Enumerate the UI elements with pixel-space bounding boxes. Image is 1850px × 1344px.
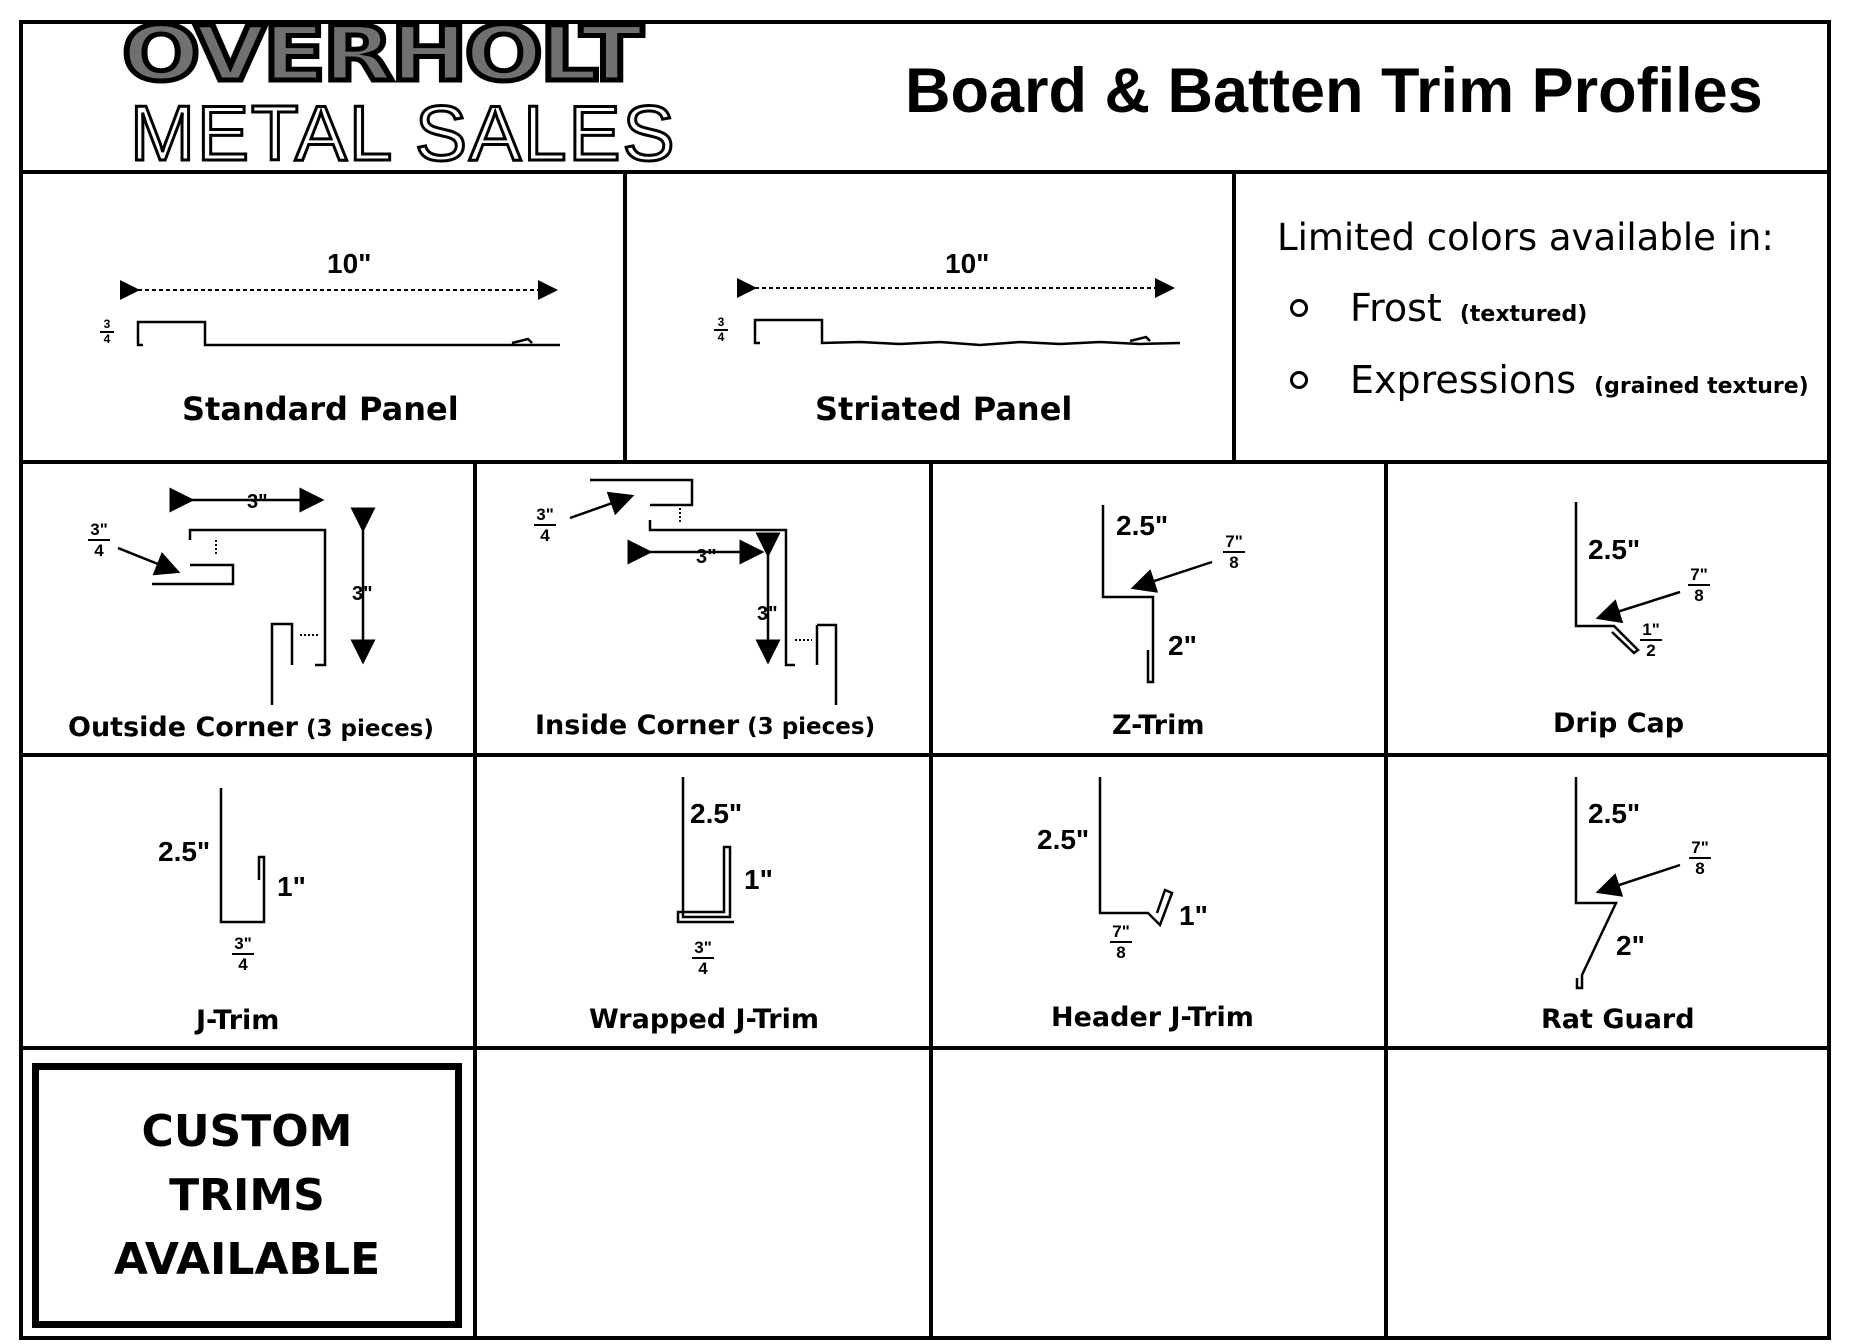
z-trim-profile [1101,505,1213,684]
header-j-trim-b: 1" [1179,900,1208,931]
color-note: (grained texture) [1594,374,1809,399]
rat-guard-profile [1574,777,1681,990]
colors-title: Limited colors available in: [1277,216,1774,259]
standard-panel-profile [120,280,560,347]
page-title: Board & Batten Trim Profiles [905,56,1763,126]
j-trim-a: 2.5" [158,836,211,867]
bullet-icon [1290,371,1308,389]
logo-overholt: OVERHOLT [119,10,646,99]
header-divider [19,170,1831,174]
color-item-frost: Frost (textured) [1290,286,1587,330]
custom-line-3: AVAILABLE [113,1233,381,1285]
grid-col-divider-3 [1384,460,1388,1340]
rat-guard-label: Rat Guard [1541,1004,1695,1035]
z-trim-a: 2.5" [1116,510,1169,541]
drip-cap-frac: 7"8 [1688,565,1710,605]
j-trim-b: 1" [277,871,306,902]
outside-corner-profile [117,487,376,705]
z-trim-frac: 7"8 [1223,532,1245,572]
drip-cap-label: Drip Cap [1553,708,1685,739]
inside-corner-frac: 3"4 [534,505,556,545]
row1-col-divider-2 [1232,170,1236,462]
wrapped-j-trim-profile [676,777,734,924]
row3-divider [19,1046,1831,1050]
logo-metal-sales: METAL SALES [129,89,677,177]
color-item-expressions: Expressions (grained texture) [1290,358,1809,402]
custom-line-2: TRIMS [169,1169,325,1221]
outside-corner-height: 3" [352,583,373,605]
header-j-trim-a: 2.5" [1037,824,1090,855]
outer-frame [19,20,1831,1340]
custom-trims-box: CUSTOM TRIMS AVAILABLE [32,1063,462,1328]
drip-cap-a: 2.5" [1588,534,1641,565]
wrapped-j-trim-label: Wrapped J-Trim [589,1004,819,1035]
row1-divider [19,460,1831,464]
header-j-trim-profile [1098,777,1174,928]
wrapped-j-trim-frac: 3"4 [692,938,714,978]
j-trim-label: J-Trim [196,1005,280,1036]
inside-corner-height: 3" [757,603,778,625]
rat-guard-b: 2" [1616,930,1645,961]
row1-col-divider-1 [623,170,627,462]
custom-line-1: CUSTOM [141,1105,353,1157]
z-trim-b: 2" [1168,630,1197,661]
inside-corner-label: Inside Corner(3 pieces) [535,710,876,741]
bullet-icon [1290,299,1308,317]
grid-col-divider-1 [473,460,477,1340]
inside-corner-profile [569,478,838,705]
wrapped-j-trim-b: 1" [744,864,773,895]
drip-cap-frac2: 1"2 [1640,620,1662,660]
wrapped-j-trim-a: 2.5" [690,798,743,829]
standard-panel-label: Standard Panel [182,390,459,428]
striated-panel-width: 10" [945,248,990,279]
color-name: Expressions [1350,358,1577,402]
row2-divider [19,753,1831,757]
standard-panel-width: 10" [327,248,372,279]
z-trim-label: Z-Trim [1112,710,1205,741]
rat-guard-frac: 7"8 [1689,838,1711,878]
color-note: (textured) [1459,302,1588,327]
outside-corner-frac: 3"4 [88,520,110,560]
header-j-trim-label: Header J-Trim [1051,1002,1254,1033]
grid-col-divider-2 [929,460,933,1340]
inside-corner-width: 3" [696,546,717,568]
drip-cap-profile [1574,502,1681,655]
outside-corner-width: 3" [247,491,268,513]
j-trim-frac: 3"4 [232,934,254,974]
outside-corner-label: Outside Corner(3 pieces) [68,712,434,743]
striated-panel-label: Striated Panel [815,390,1073,428]
striated-panel-profile [737,278,1181,347]
rat-guard-a: 2.5" [1588,798,1641,829]
j-trim-profile [219,788,266,924]
color-name: Frost [1350,286,1442,330]
header-j-trim-frac: 7"8 [1110,922,1132,962]
